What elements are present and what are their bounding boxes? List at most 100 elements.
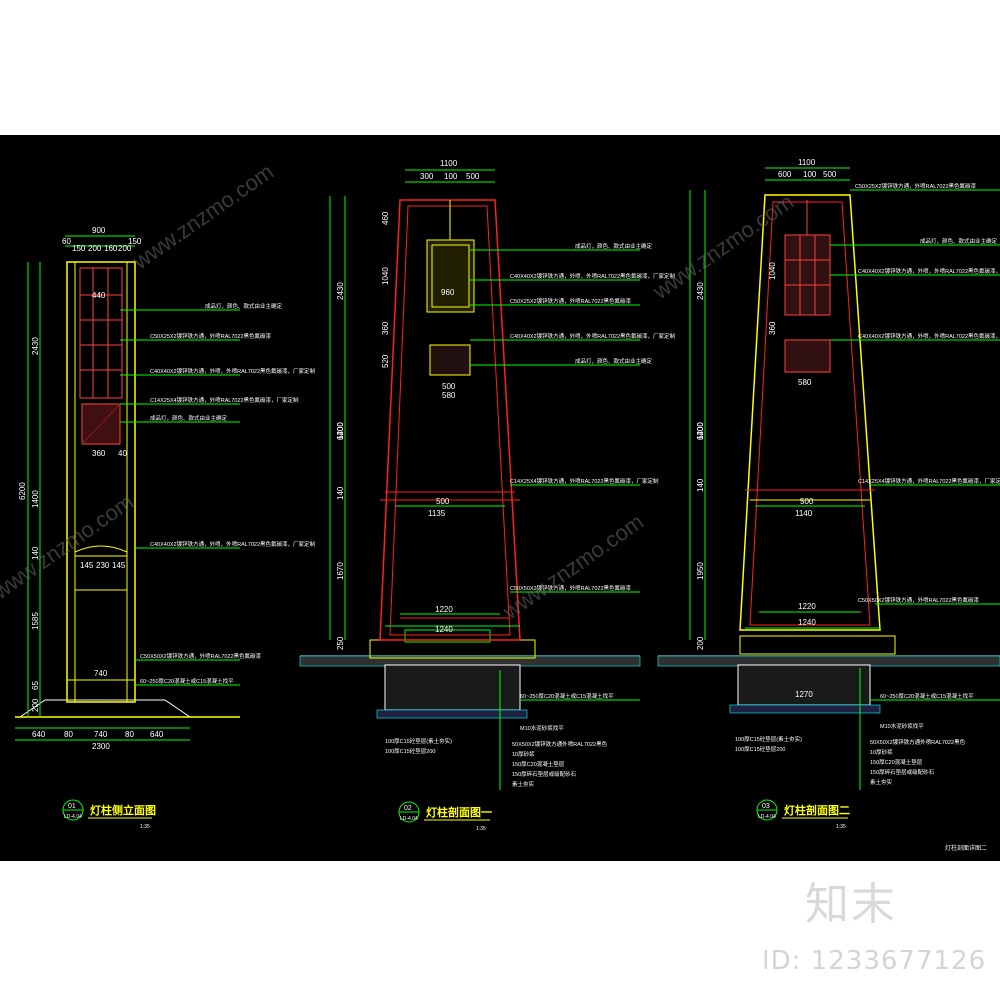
dim-d1-band-a: 145 (80, 561, 94, 570)
watermark-diag-2: www.znzmo.com (498, 509, 648, 625)
dim-d1-height: 6200 (18, 482, 27, 500)
note-d3-mortar: M10水泥砂浆找平 (880, 722, 924, 730)
dim-d1-band-c: 145 (112, 561, 126, 570)
layer-d2-3: 50X50X2镀锌铁方通外喷RAL7022黑色 (512, 740, 608, 748)
drawing-03-notes: C50X25X2镀锌铁方通，外喷RAL7022黑色氟碳漆 成品灯，颜色、款式由业… (735, 182, 1000, 786)
note-d1-lamp2: 成品灯，颜色、款式由业主确定 (150, 414, 228, 422)
dim-d1-total: 2300 (92, 742, 110, 751)
note-d1-tube: C50X25X2镀锌铁方通，外喷RAL7022黑色氟碳漆 (150, 332, 272, 340)
title-01-text: 灯柱侧立面图 (90, 803, 156, 817)
dim-d1-inner: 740 (94, 669, 108, 678)
drawing-titles: 01 LD-4.04 灯柱侧立面图 1:35 02 LD-4.04 灯柱剖面图一… (62, 799, 987, 852)
dim-d3-box-w: 580 (798, 378, 812, 387)
dim-d1-c: 200 (88, 244, 102, 253)
dim-d1-mid: 1400 (31, 490, 40, 508)
layer-d2-4: 10厚砂浆 (512, 750, 535, 758)
note-d3-tube: C50X25X2镀锌铁方通，外喷RAL7022黑色氟碳漆 (855, 182, 977, 190)
dim-d3-base: 200 (696, 636, 705, 650)
dim-d2-box: 520 (381, 354, 390, 368)
title-01-num: 01 (68, 803, 76, 810)
dim-d3-gap: 360 (768, 321, 777, 335)
dim-d3-mid: 1400 (696, 422, 705, 440)
dim-d3-footing: 1270 (795, 690, 813, 699)
dim-d1-b: 150 (72, 244, 86, 253)
layer-d2-5: 150厚C20混凝土垫层 (512, 760, 565, 768)
note-d1-frame: C40X40X2镀锌铁方通，外喷，外喷RAL7022黑色氟碳漆，厂家定制 (150, 367, 316, 375)
sheet-note: 灯柱剖面详图二 (945, 844, 987, 852)
note-d2-frame: C40X40X2镀锌铁方通，外喷，外喷RAL7022黑色氟碳漆，厂家定制 (510, 272, 676, 280)
note-d3-band: C14X25X4镀锌铁方通，外喷RAL7022黑色氟碳漆，厂家定制 (858, 477, 1000, 485)
dim-d3-band-w: 1140 (795, 509, 813, 518)
drawing-01-elevation (15, 235, 240, 741)
layer-d2-6: 150厚碎石垫层或级配砂石 (512, 770, 577, 778)
title-03-text: 灯柱剖面图二 (784, 803, 850, 817)
dim-d3-lower: 1950 (696, 562, 705, 580)
title-02-text: 灯柱剖面图一 (426, 805, 492, 819)
drawing-01-dimensions: 900 60 150 200 160 200 150 6200 2430 140… (18, 226, 164, 751)
note-d2-tube: C50X25X2镀锌铁方通，外喷RAL7022黑色氟碳漆 (510, 297, 632, 305)
dim-d3-a: 600 (778, 170, 792, 179)
dim-d3-foot-w: 1240 (798, 618, 816, 627)
dim-d2-a: 300 (420, 172, 434, 181)
note-d1-base: C50X50X2镀锌铁方通，外喷RAL7022黑色氟碳漆 (140, 652, 262, 660)
dim-d3-lattice: 1040 (768, 262, 777, 280)
title-03-sheet: LD-4.04 (758, 814, 776, 820)
dim-d2-top: 460 (381, 211, 390, 225)
note-d3-lamp: 成品灯，颜色、款式由业主确定 (920, 237, 998, 245)
dim-d1-footing: 200 (31, 698, 40, 712)
title-02-sheet: LD-4.04 (400, 816, 418, 822)
note-d3-fill: 60~250厚C20混凝土或C15混凝土找平 (880, 692, 974, 700)
dim-d1-lamp-edge: 40 (118, 449, 127, 458)
dim-d1-bot-b: 80 (64, 730, 73, 739)
note-d1-lamp: 成品灯，颜色、款式由业主确定 (205, 302, 283, 310)
note-d3-base: C50X50X2镀锌铁方通，外喷RAL7022黑色氟碳漆 (858, 596, 980, 604)
drawing-02-notes: 成品灯，颜色、款式由业主确定 C40X40X2镀锌铁方通，外喷，外喷RAL702… (385, 242, 676, 788)
note-d2-band: C14X25X4镀锌铁方通，外喷RAL7022黑色氟碳漆，厂家定制 (510, 477, 659, 485)
layer-d3-2: 100厚C15砼垫层200 (735, 745, 785, 753)
layer-d3-4: 10厚砂浆 (870, 748, 893, 756)
note-d1-frame2: C14X25X4镀锌铁方通，外喷RAL7022黑色氟碳漆，厂家定制 (150, 396, 299, 404)
dim-d2-mid: 1400 (336, 422, 345, 440)
dim-d2-height: 6200 (336, 422, 345, 440)
dim-d1-upper: 2430 (31, 337, 40, 355)
dim-d3-band: 140 (696, 478, 705, 492)
layer-d3-6: 150厚碎石垫层或级配砂石 (870, 768, 935, 776)
layer-d2-7: 素土夯实 (512, 780, 535, 788)
dim-d2-b: 100 (444, 172, 458, 181)
title-02-num: 02 (404, 805, 412, 812)
dim-d2-band-in: 500 (436, 497, 450, 506)
note-d2-fill: 60~250厚C20混凝土或C15混凝土找平 (520, 692, 614, 700)
dim-d2-foot-w: 1240 (435, 625, 453, 634)
title-02-scale: 1:35 (476, 826, 486, 832)
dim-d1-bot-e: 640 (150, 730, 164, 739)
dim-d1-bot-d: 80 (125, 730, 134, 739)
dim-d2-width: 1100 (440, 159, 458, 168)
note-d2-mortar: M10水泥砂浆找平 (520, 724, 564, 732)
dim-d1-width: 900 (92, 226, 106, 235)
dim-d2-base-w: 1220 (435, 605, 453, 614)
note-d3-frame2: C40X40X2镀锌铁方通，外喷，外喷RAL7022黑色氟碳漆，厂家定制 (858, 332, 1000, 340)
watermark-diag-1: www.znzmo.com (128, 159, 278, 275)
dim-d1-bot-a: 640 (32, 730, 46, 739)
drawing-01-notes: 成品灯，颜色、款式由业主确定 C50X25X2镀锌铁方通，外喷RAL7022黑色… (140, 302, 316, 685)
dim-d2-box-in: 500 (442, 382, 456, 391)
layer-d3-3: 50X50X2镀锌铁方通外喷RAL7022黑色 (870, 738, 966, 746)
note-d2-base: C50X50X2镀锌铁方通，外喷RAL7022黑色氟碳漆 (510, 584, 632, 592)
image-id-watermark: ID: 1233677126 (762, 946, 987, 976)
dim-d3-b: 100 (803, 170, 817, 179)
layer-d3-1: 100厚C15砼垫层(素土夯实) (735, 735, 802, 743)
cad-drawing: 900 60 150 200 160 200 150 6200 2430 140… (0, 158, 1000, 852)
dim-d2-lamp-w: 960 (441, 288, 455, 297)
cad-drawing-canvas: 900 60 150 200 160 200 150 6200 2430 140… (0, 135, 1000, 861)
dim-d2-upper: 2430 (336, 282, 345, 300)
note-d2-frame2: C40X40X2镀锌铁方通，外喷，外喷RAL7022黑色氟碳漆，厂家定制 (510, 332, 676, 340)
dim-d1-a: 60 (62, 237, 71, 246)
dim-d2-box-w: 580 (442, 391, 456, 400)
dim-d1-base: 65 (31, 681, 40, 690)
dim-d1-lower: 1585 (31, 612, 40, 630)
dim-d3-upper: 2430 (696, 282, 705, 300)
title-03-num: 03 (762, 803, 770, 810)
dim-d2-base: 250 (336, 636, 345, 650)
layer-d3-5: 150厚C20混凝土垫层 (870, 758, 923, 766)
dim-d3-c: 500 (823, 170, 837, 179)
